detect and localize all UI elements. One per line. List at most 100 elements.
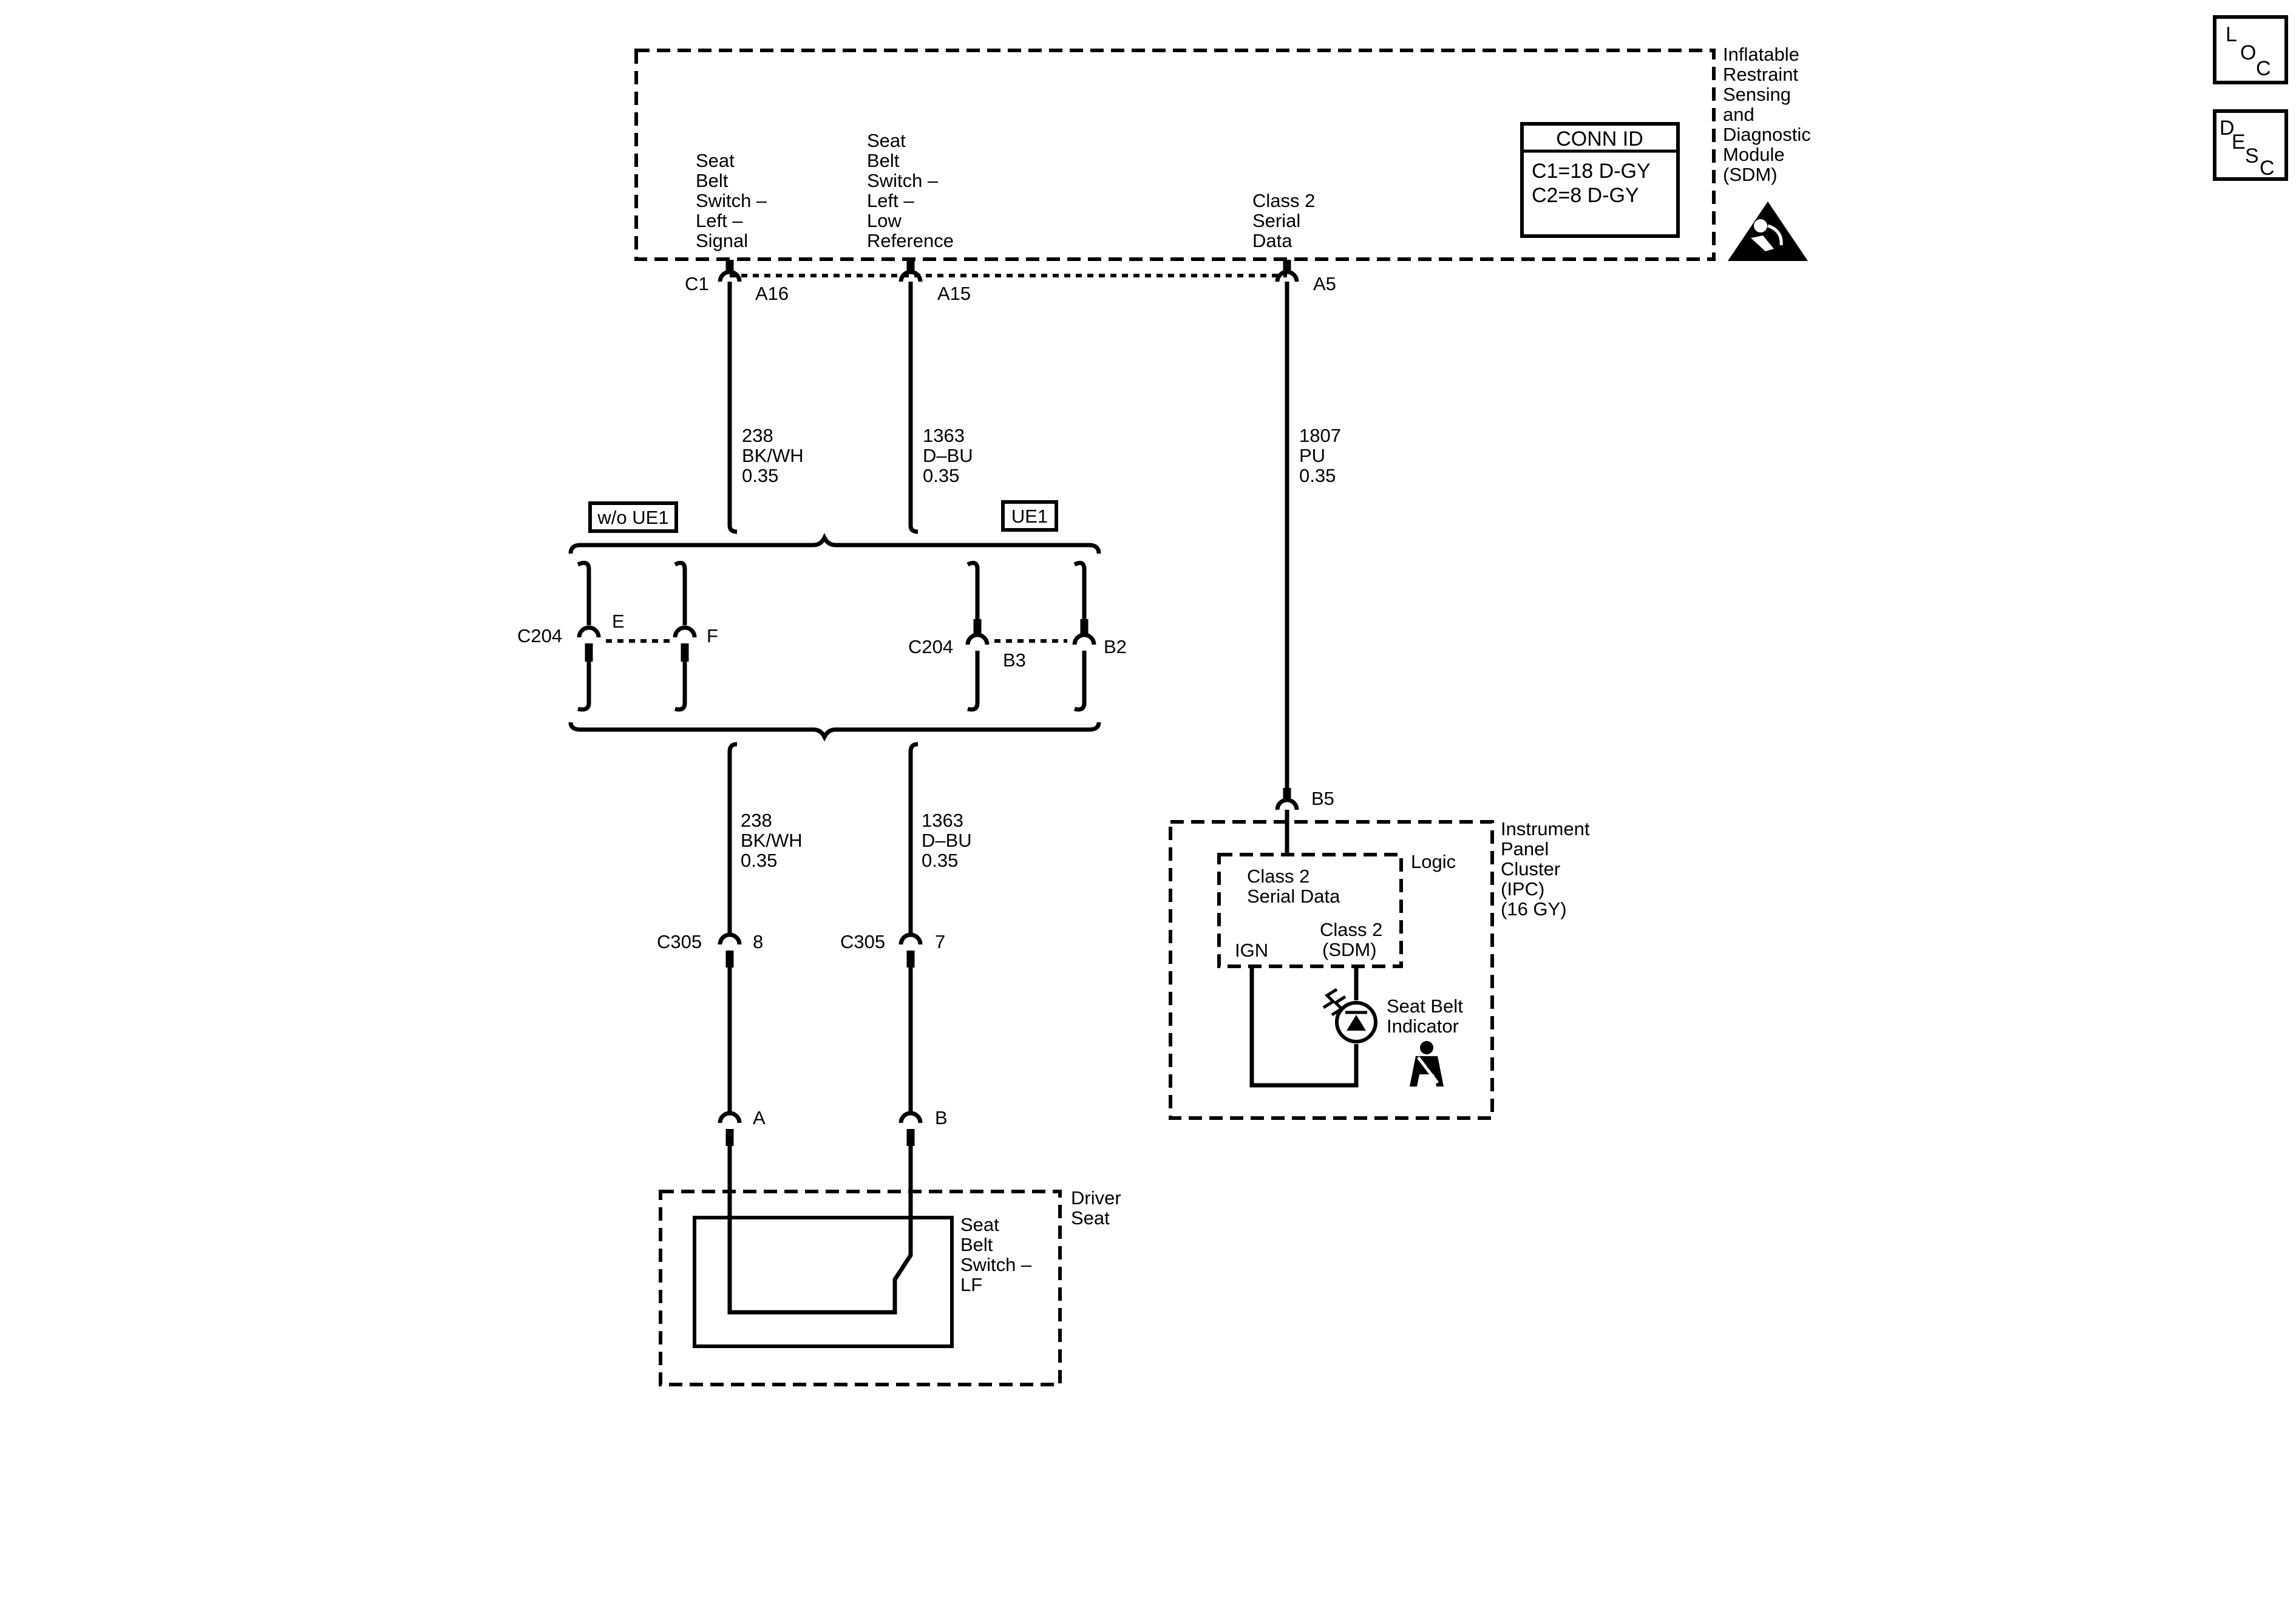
ipc-pin-b5-label: B5 — [1311, 788, 1334, 809]
loc-letter-c: C — [2256, 57, 2271, 80]
sdm-pin-a15-label: A15 — [937, 283, 971, 304]
c204-pin-f: F — [707, 625, 718, 646]
switch-pin-b: B — [898, 1107, 948, 1146]
switch-pin-a-label: A — [753, 1107, 766, 1128]
ipc-sdm-2: (SDM) — [1322, 939, 1377, 960]
c305-right-name: C305 — [840, 931, 885, 952]
ipc-indicator-circuit — [1249, 966, 1359, 1088]
ipc-logic-label: Logic — [1411, 851, 1456, 872]
sdm-name-line-1: Inflatable — [1723, 44, 1799, 65]
sdm-label-lowref-5: Low — [867, 210, 902, 231]
sdm-label-serial-2: Serial — [1252, 210, 1300, 231]
wire-238-upper-circuit: 238 — [742, 425, 773, 446]
c305-pin-7-label: 7 — [935, 931, 945, 952]
wire-1363-lower-gauge: 0.35 — [922, 850, 958, 871]
c204-jumper-left: C204 E F — [517, 560, 718, 712]
conn-id-title: CONN ID — [1556, 127, 1643, 151]
c305-pin-8-label: 8 — [753, 931, 763, 952]
option-ue1-label: UE1 — [1011, 506, 1048, 527]
conn-id-box: CONN ID C1=18 D-GY C2=8 D-GY — [1520, 122, 1680, 238]
wire-1807-gauge: 0.35 — [1299, 465, 1336, 486]
c204-pin-b3: B3 — [1003, 649, 1026, 671]
option-brace-top — [568, 533, 1101, 554]
sdm-label-signal-5: Signal — [696, 230, 748, 251]
sdm-label-lowref-2: Belt — [867, 150, 900, 171]
sdm-label-signal-4: Left – — [696, 210, 743, 231]
ipc-logic-block: Logic Class 2 Serial Data IGN Class 2 (S… — [1217, 851, 1456, 968]
sdm-name-line-3: Sensing — [1723, 84, 1791, 105]
loc-button[interactable]: L O C — [2213, 15, 2288, 84]
switch-name-3: Switch – — [960, 1254, 1032, 1275]
seat-belt-indicator-lamp: Seat Belt Indicator — [1322, 988, 1463, 1043]
sdm-label-serial-1: Class 2 — [1252, 190, 1315, 211]
sdm-label-signal-1: Seat — [696, 150, 735, 171]
wire-1807: 1807 PU 0.35 — [1285, 282, 1341, 788]
c204-right-name: C204 — [908, 636, 953, 657]
wire-238-upper-gauge: 0.35 — [742, 465, 778, 486]
desc-letter-c: C — [2260, 157, 2275, 180]
wire-238-lower-circuit: 238 — [741, 810, 772, 831]
ipc-name-3: Cluster — [1501, 858, 1560, 880]
c204-jumper-right: C204 B3 B2 — [908, 560, 1127, 712]
c305-left-name: C305 — [657, 931, 702, 952]
sdm-name-line-4: and — [1723, 104, 1754, 125]
sdm-label-lowref-4: Left – — [867, 190, 914, 211]
ipc-name-2: Panel — [1501, 838, 1549, 859]
indicator-label-1: Seat Belt — [1387, 995, 1463, 1017]
driver-seat-name-1: Driver — [1071, 1187, 1121, 1209]
ipc-serial-1: Class 2 — [1247, 866, 1309, 887]
option-ue1: UE1 — [1001, 500, 1058, 532]
desc-letter-d: D — [2220, 117, 2235, 140]
c204-pin-b2: B2 — [1104, 636, 1127, 657]
sdm-name-line-6: Module — [1723, 144, 1785, 165]
wire-1807-circuit: 1807 — [1299, 425, 1341, 446]
loc-letter-o: O — [2240, 41, 2256, 64]
seat-belt-switch-lf: Seat Belt Switch – LF — [693, 1146, 1032, 1348]
c204-pin-e: E — [612, 611, 625, 632]
sdm-name-line-2: Restraint — [1723, 64, 1798, 85]
sdm-name-line-5: Diagnostic — [1723, 124, 1811, 145]
sdm-label-lowref-3: Switch – — [867, 170, 939, 191]
c305-pin-8: C305 8 — [657, 931, 763, 1112]
sdm-pin-a16-label: A16 — [755, 283, 789, 304]
ipc-name-4: (IPC) — [1501, 878, 1544, 900]
sdm-module: Inflatable Restraint Sensing and Diagnos… — [634, 44, 1811, 261]
indicator-label-2: Indicator — [1387, 1015, 1459, 1037]
switch-name-1: Seat — [960, 1214, 999, 1235]
conn-id-c1: C1=18 D-GY — [1532, 160, 1651, 183]
driver-seat: Driver Seat — [659, 1187, 1121, 1386]
ipc-module: Instrument Panel Cluster (IPC) (16 GY) — [1169, 818, 1590, 1120]
desc-button[interactable]: D E S C — [2213, 109, 2288, 181]
wire-1363-upper-gauge: 0.35 — [923, 465, 959, 486]
sdm-label-lowref-1: Seat — [867, 130, 906, 151]
option-brace-bottom — [568, 722, 1101, 742]
sdm-label-serial-3: Data — [1252, 230, 1292, 251]
ipc-sdm-1: Class 2 — [1320, 919, 1382, 940]
sdm-pin-a15: A15 — [898, 260, 971, 304]
sdm-label-signal-3: Switch – — [696, 190, 767, 211]
wire-1363-upper: 1363 D–BU 0.35 — [908, 282, 973, 534]
seat-belt-icon — [1410, 1041, 1444, 1086]
wire-1363-upper-color: D–BU — [923, 445, 973, 466]
sdm-name-line-7: (SDM) — [1723, 164, 1778, 185]
switch-pin-a: A — [718, 1107, 766, 1146]
sdm-label-signal-2: Belt — [696, 170, 729, 191]
wire-238-upper: 238 BK/WH 0.35 — [727, 282, 804, 534]
wire-1807-color: PU — [1299, 445, 1325, 466]
sdm-label-lowref-6: Reference — [867, 230, 954, 251]
driver-seat-name-2: Seat — [1071, 1207, 1110, 1229]
ipc-serial-2: Serial Data — [1247, 886, 1340, 907]
desc-letter-s: S — [2245, 144, 2259, 168]
sdm-pin-a5: A5 — [1275, 260, 1336, 294]
conn-id-c2: C2=8 D-GY — [1532, 184, 1639, 207]
wire-238-upper-color: BK/WH — [742, 445, 804, 466]
sdm-pin-a5-label: A5 — [1313, 273, 1336, 294]
c305-pin-7: C305 7 — [840, 931, 945, 1112]
wire-1363-lower-color: D–BU — [922, 830, 972, 851]
ipc-pin-b5: B5 — [1275, 788, 1334, 853]
wire-238-lower-gauge: 0.35 — [741, 850, 777, 871]
ipc-name-1: Instrument — [1501, 818, 1590, 839]
wire-238-lower: 238 BK/WH 0.35 — [727, 742, 803, 934]
option-without-ue1-label: w/o UE1 — [597, 507, 668, 528]
